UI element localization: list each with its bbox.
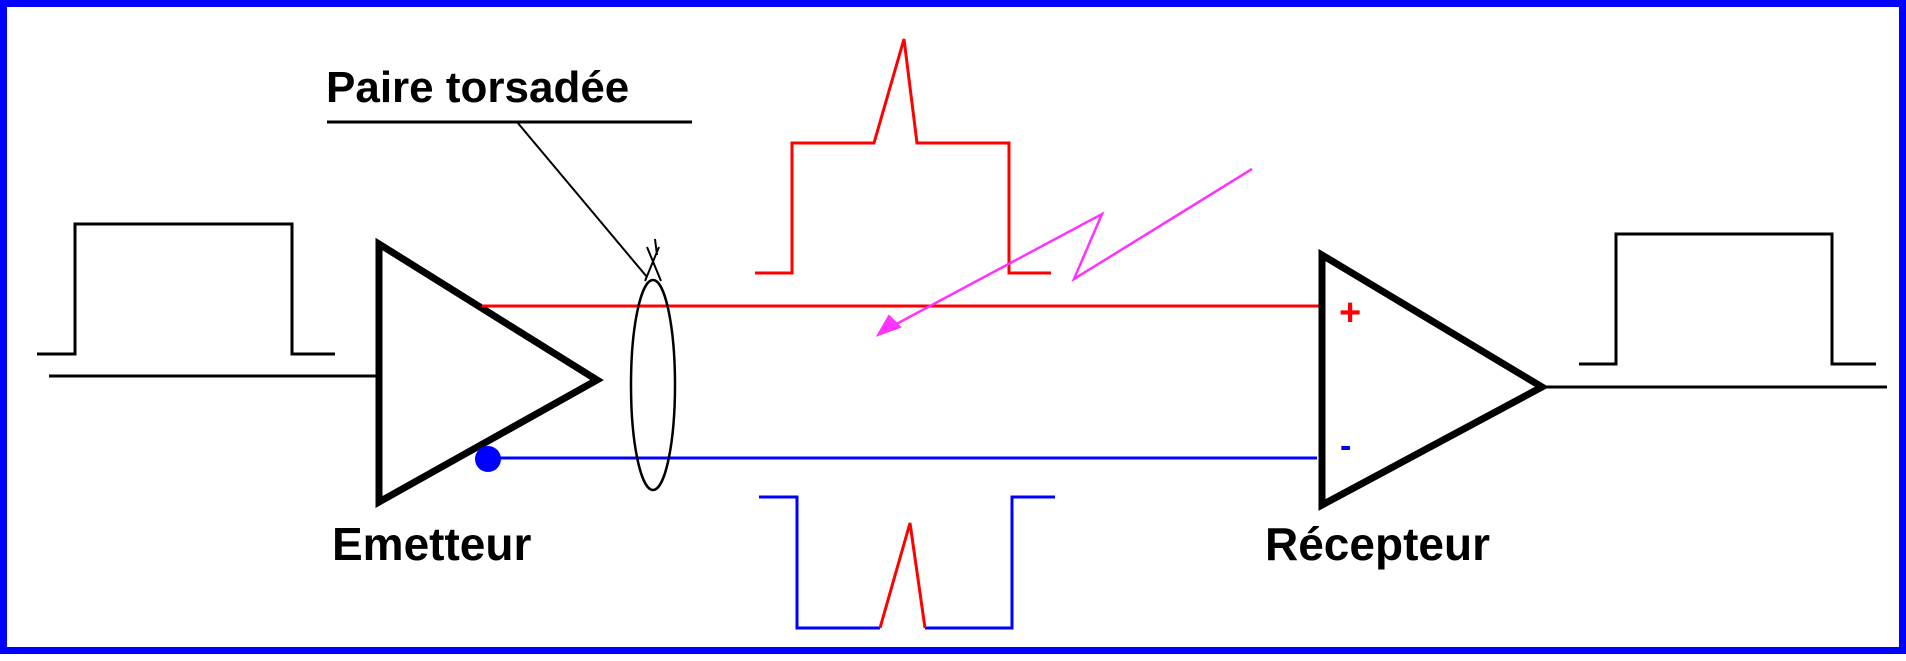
twisted-pair-label: Paire torsadée bbox=[326, 63, 629, 112]
transmitter-triangle-icon bbox=[375, 237, 604, 508]
negative-noise-pulse bbox=[759, 495, 880, 630]
inverting-bubble-icon bbox=[475, 446, 501, 472]
receiver-minus-sign: - bbox=[1340, 427, 1351, 465]
interference-arrowhead bbox=[875, 314, 902, 337]
input-pulse bbox=[37, 222, 335, 356]
receiver-triangle-icon bbox=[1318, 248, 1550, 511]
twisted-pair-ellipse bbox=[629, 278, 677, 492]
positive-noise-pulse bbox=[755, 38, 1051, 275]
interference-lightning-icon bbox=[886, 167, 1253, 331]
transmitter-label: Emetteur bbox=[332, 518, 531, 570]
differential-transmission-diagram: Paire torsadée + - Emetteur Récepteur bbox=[37, 38, 1887, 630]
receiver-plus-sign: + bbox=[1339, 292, 1361, 334]
noise-spike bbox=[878, 522, 927, 629]
twisted-pair-twist bbox=[644, 238, 662, 282]
receiver-label: Récepteur bbox=[1265, 518, 1490, 570]
output-pulse bbox=[1579, 232, 1876, 366]
negative-noise-pulse bbox=[759, 495, 1055, 630]
twisted-pair-leader bbox=[516, 121, 648, 278]
